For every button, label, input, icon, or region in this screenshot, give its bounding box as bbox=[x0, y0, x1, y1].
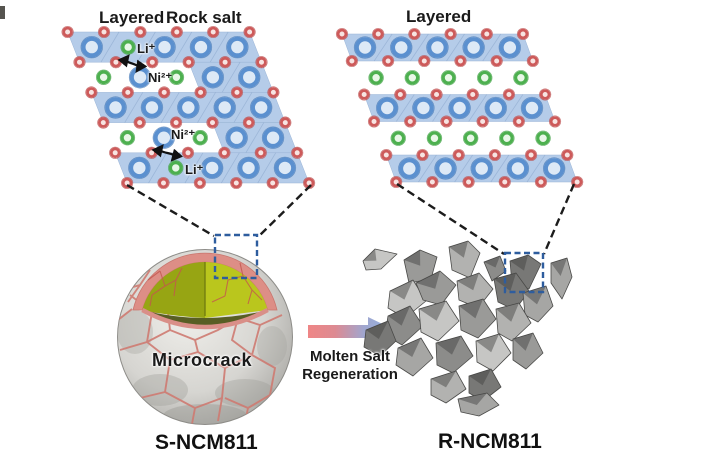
sphere-cutaway bbox=[132, 252, 278, 330]
rncm811-fragments bbox=[362, 240, 573, 417]
arrow-caption-line2: Regeneration bbox=[302, 366, 398, 383]
zoom-connector-lines-right bbox=[396, 182, 576, 256]
header-rock-salt: Rock salt bbox=[166, 8, 242, 27]
arrow-caption-line1: Molten Salt bbox=[309, 348, 390, 365]
zoom-box-sphere bbox=[213, 233, 259, 280]
zoom-box-fragment bbox=[503, 251, 545, 294]
lattice-regenerated bbox=[335, 27, 584, 189]
caption-rncm811: R-NCM811 bbox=[438, 430, 542, 453]
cation-exchange-arrows bbox=[117, 54, 184, 162]
label-li-top: Li⁺ bbox=[137, 41, 156, 56]
header-layered-left: Layered bbox=[99, 8, 165, 27]
label-microcrack: Microcrack bbox=[152, 350, 253, 370]
zoom-connector-lines-left bbox=[126, 183, 312, 238]
label-ni-bottom: Ni²⁺ bbox=[171, 127, 196, 142]
sncm811-sphere bbox=[117, 233, 293, 425]
label-li-bottom: Li⁺ bbox=[185, 162, 204, 177]
lattice-degraded bbox=[61, 25, 316, 190]
header-layered-right: Layered bbox=[406, 7, 472, 26]
label-ni-top: Ni²⁺ bbox=[148, 70, 173, 85]
scan-artifact bbox=[0, 6, 5, 19]
caption-sncm811: S-NCM811 bbox=[155, 431, 258, 454]
